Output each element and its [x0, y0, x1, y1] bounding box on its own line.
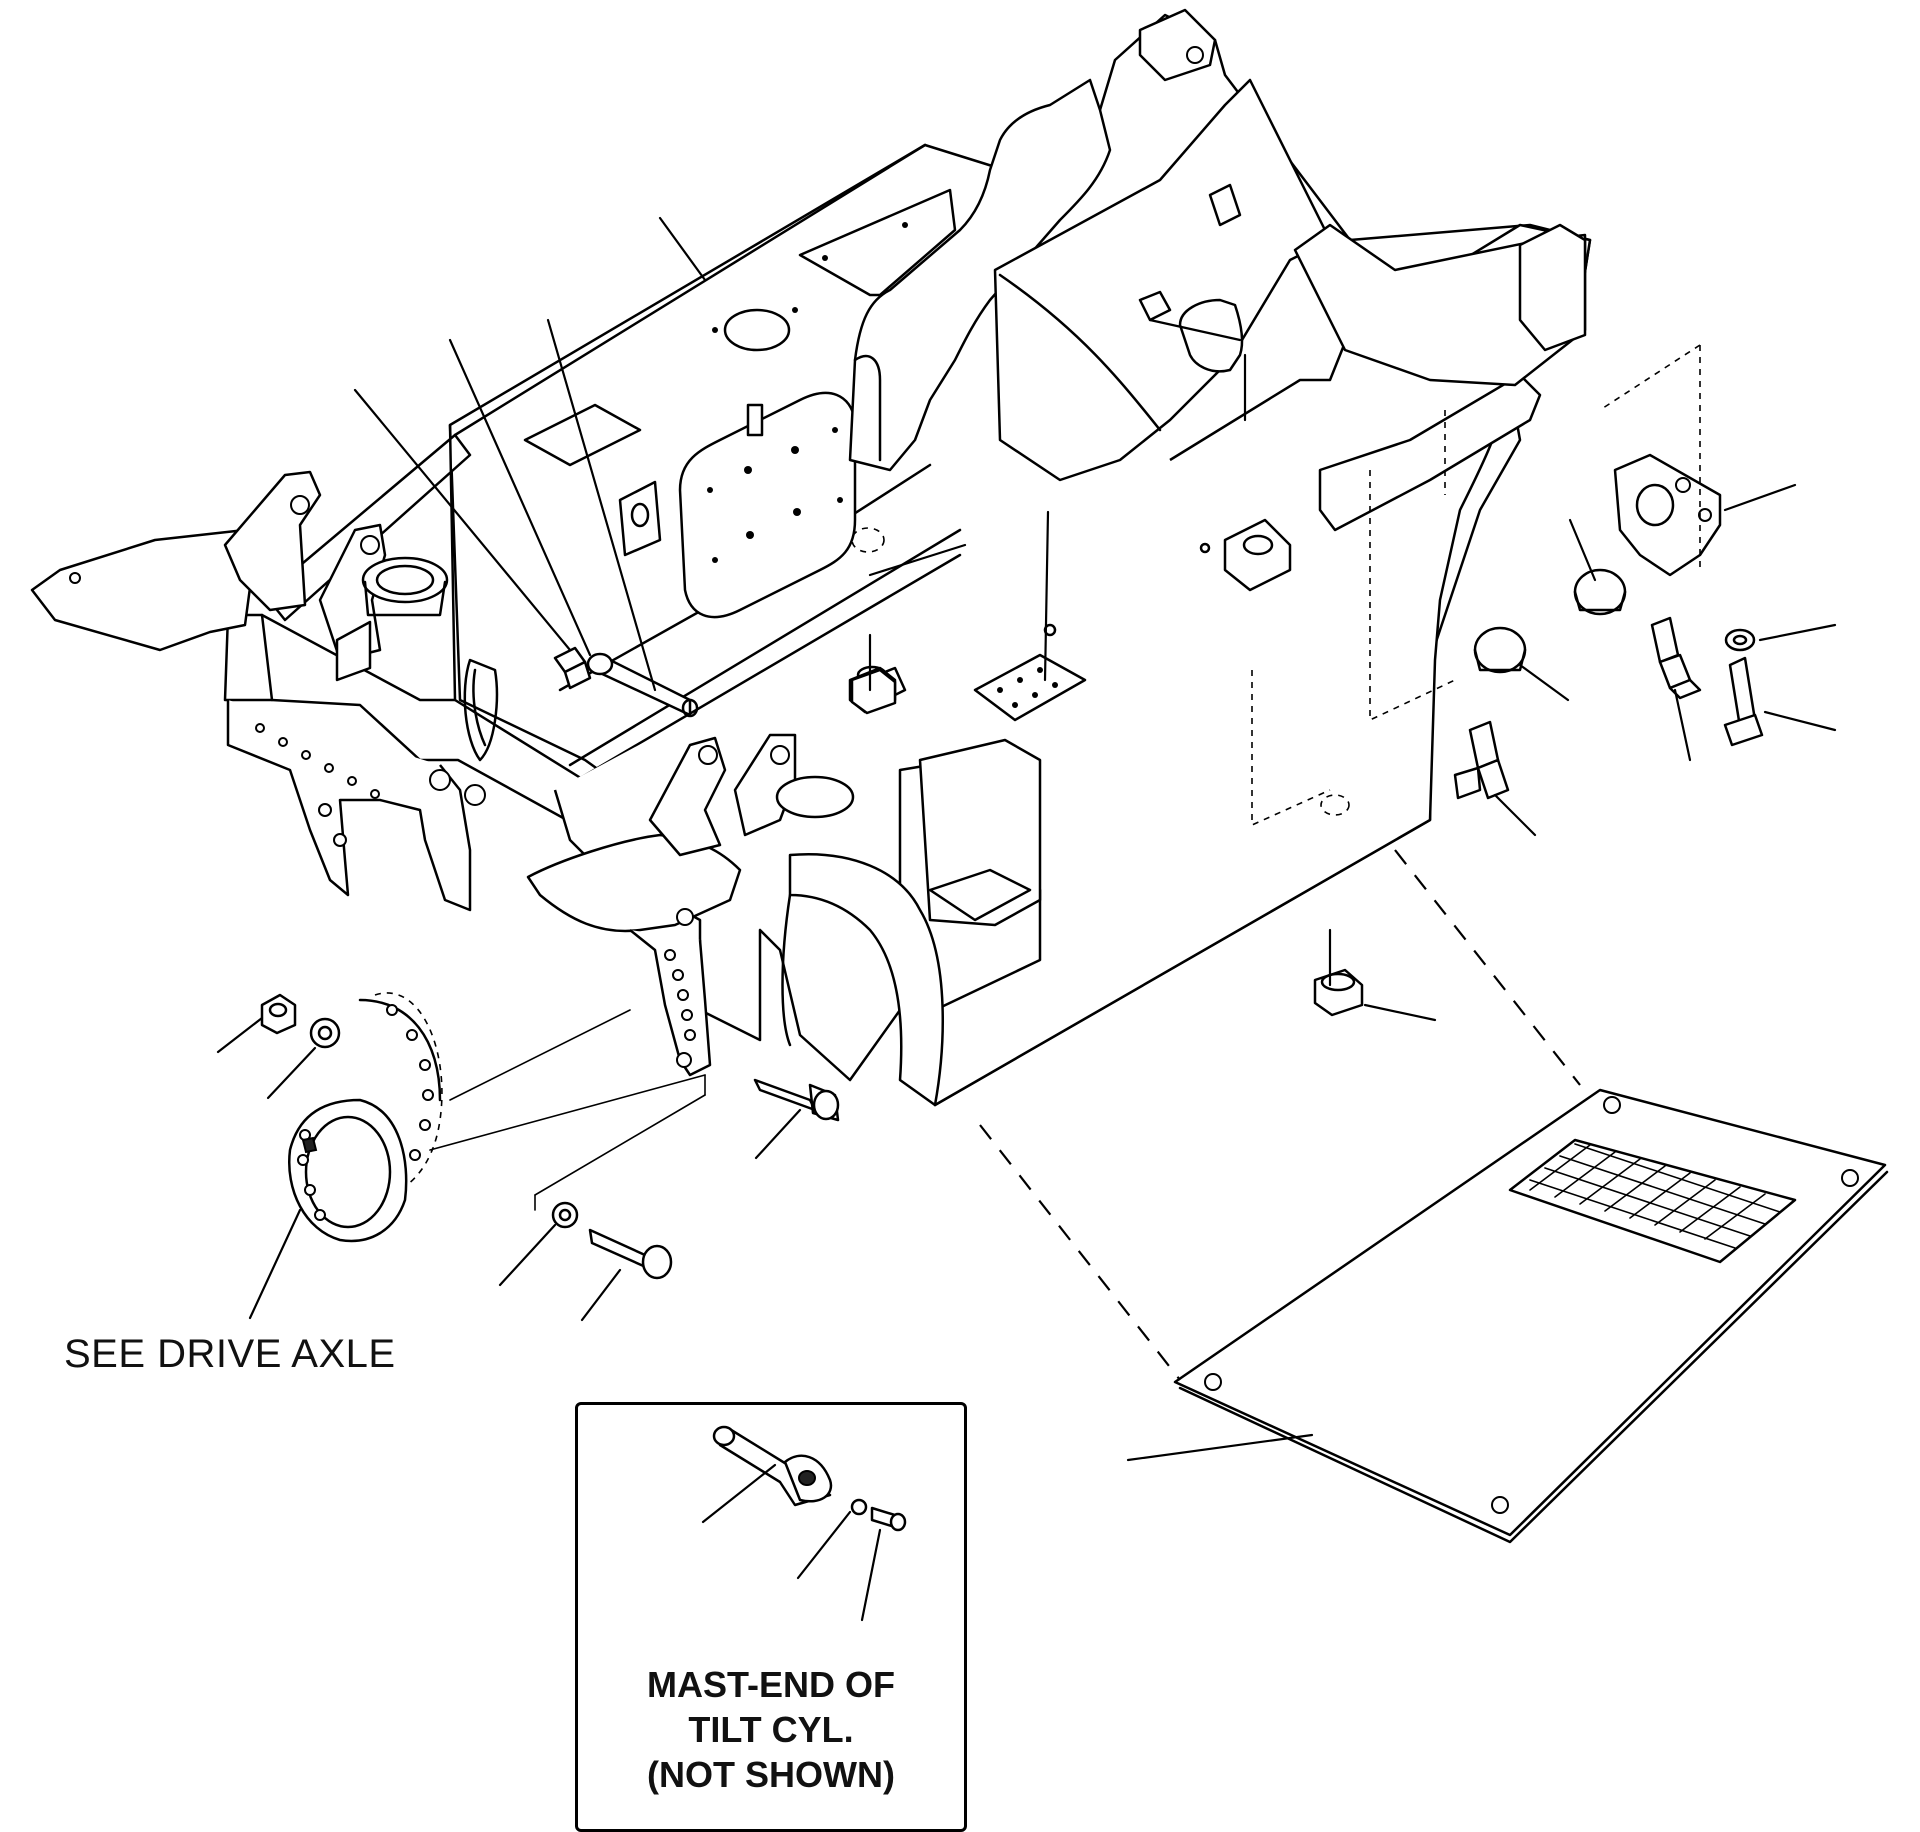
hex-bolt-front-2	[588, 1228, 673, 1280]
floor-plate-mesh	[1508, 1138, 1797, 1264]
inspection-cover-bolts	[707, 427, 843, 563]
bushing-2	[1473, 626, 1527, 674]
inset-tilt-cylinder-detail	[701, 1425, 907, 1622]
main-frame	[30, 8, 1592, 1107]
frame-holes-right	[664, 949, 696, 1068]
hex-bolt-rear	[1723, 656, 1764, 747]
lock-washer-front-2	[551, 1201, 579, 1229]
lock-washer-rear	[1724, 628, 1756, 652]
hex-bolt-front-1	[753, 1078, 840, 1122]
tilt-cylinder-pin	[586, 652, 699, 718]
frame-holes-left	[255, 723, 486, 847]
explosion-lines	[979, 344, 1701, 1381]
callout-leaders	[216, 216, 1837, 1462]
bearing-block	[1613, 453, 1722, 577]
drive-axle-flange	[288, 992, 443, 1243]
lock-washer-front	[309, 1017, 341, 1049]
inset-note: MAST-END OF TILT CYL. (NOT SHOWN)	[575, 1662, 967, 1797]
floor-plate	[1173, 1088, 1889, 1544]
inset-note-line-2: TILT CYL.	[688, 1709, 854, 1750]
plate-bolts	[997, 667, 1058, 708]
hidden-nut	[851, 527, 1350, 816]
acorn-nut-front	[850, 668, 897, 715]
see-drive-axle-label: SEE DRIVE AXLE	[64, 1332, 396, 1376]
bushing-1	[1573, 568, 1627, 616]
inset-note-line-3: (NOT SHOWN)	[647, 1754, 895, 1795]
elbow-fitting-1	[1650, 616, 1702, 700]
inset-note-line-1: MAST-END OF	[647, 1664, 895, 1705]
lock-nut-front	[260, 993, 297, 1035]
elbow-fitting-2	[1453, 720, 1510, 800]
acorn-nut-bottom	[1313, 968, 1364, 1017]
grease-fitting	[553, 646, 592, 690]
flange-holes	[297, 1004, 434, 1221]
